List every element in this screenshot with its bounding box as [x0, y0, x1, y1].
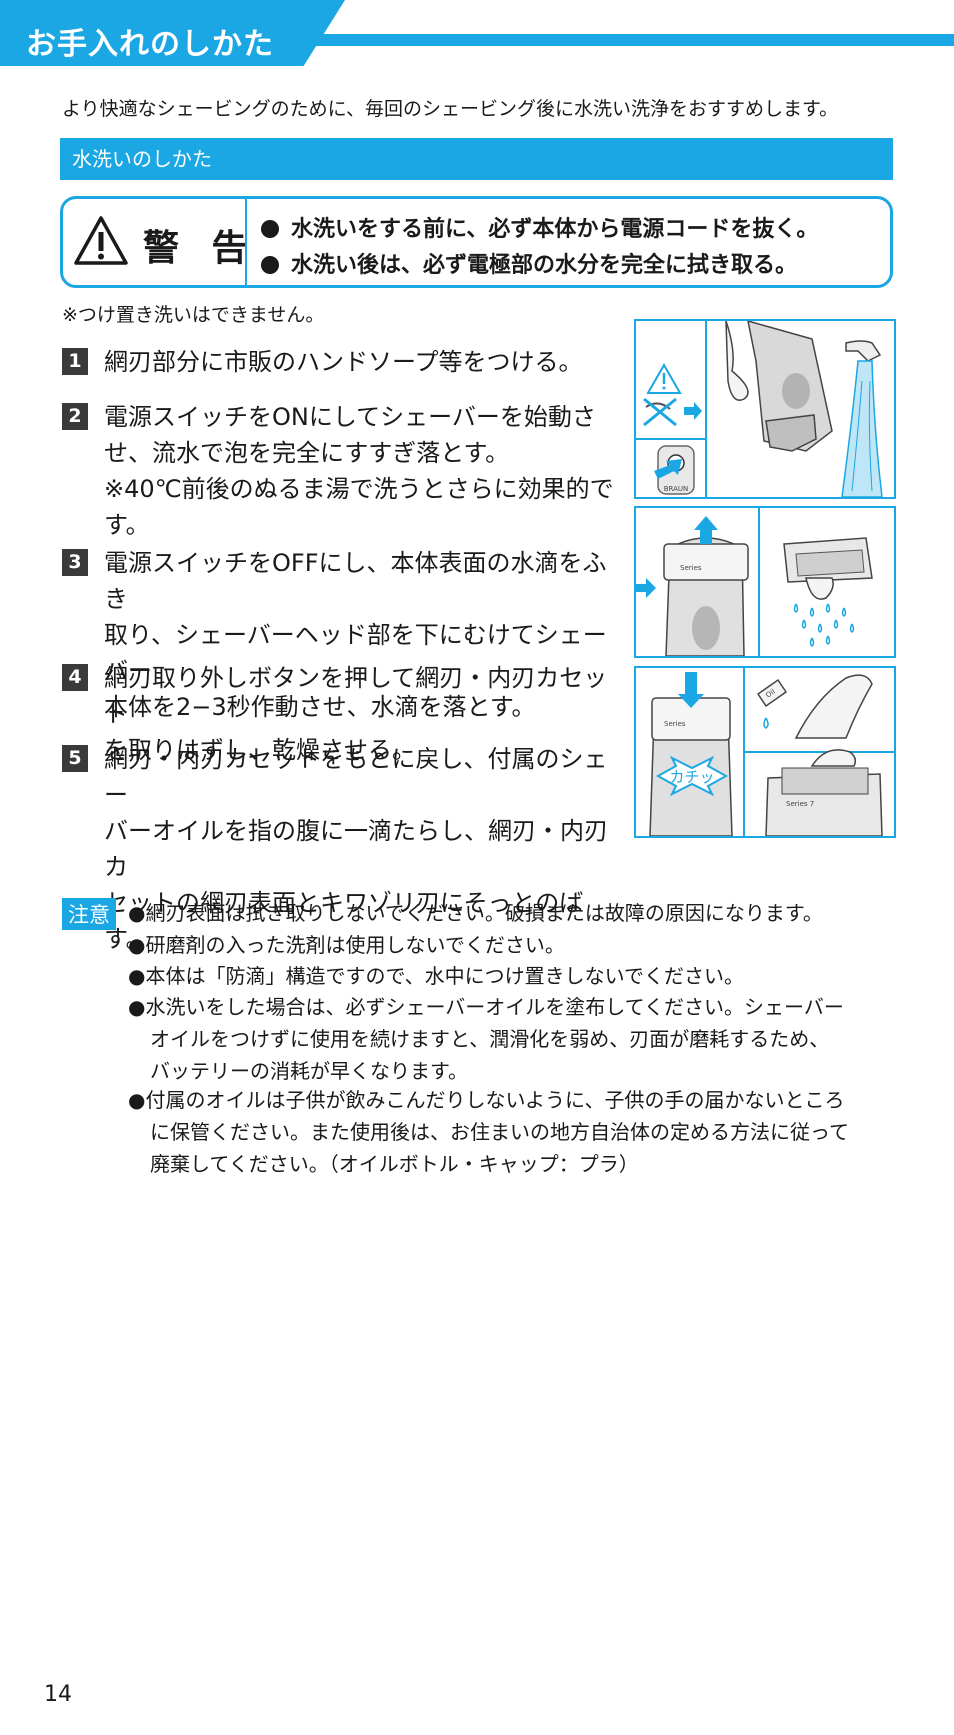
- water-drops-icon: [793, 603, 855, 647]
- section-title: 水洗いのしかた: [60, 138, 893, 180]
- caution-badge: 注意: [62, 898, 116, 930]
- step-1: 1 網刃部分に市販のハンドソープ等をつける。: [62, 344, 622, 380]
- bullet-icon: [261, 256, 279, 274]
- warning-divider: [245, 199, 247, 285]
- warning-label: 警 告: [143, 228, 258, 269]
- step-number-badge: 2: [62, 403, 88, 430]
- illustration-oil: Series カチッ Oil Series 7: [634, 666, 896, 838]
- step-3: 3 電源スイッチをOFFにし、本体表面の水滴をふき 取り、シェーバーヘッド部を下…: [62, 545, 622, 725]
- step-text: 網刃取り外しボタンを押して網刃・内刃カセット を取りはずし、乾燥させる。: [104, 664, 608, 764]
- drain-illustration: Series: [636, 508, 873, 656]
- click-label: カチッ: [669, 768, 714, 786]
- caution-item: ●網刃表面は拭き取りしないでください。破損または故障の原因になります。: [128, 901, 823, 925]
- step-text: 電源スイッチをONにしてシェーバーを始動さ せ、流水で泡を完全にすすぎ落とす。 …: [104, 403, 614, 539]
- step-number-badge: 3: [62, 549, 88, 576]
- page-number: 14: [44, 1682, 72, 1707]
- warning-line: 水洗いをする前に、必ず本体から電源コードを抜く。: [261, 211, 818, 243]
- caution-item: ●付属のオイルは子供が飲みこんだりしないように、子供の手の届かないところ に保管…: [128, 1088, 849, 1176]
- header-tab: [0, 0, 345, 66]
- illustration-drain: Series: [634, 506, 896, 658]
- step-4: 4 網刃取り外しボタンを押して網刃・内刃カセット を取りはずし、乾燥させる。: [62, 660, 622, 768]
- step-text: 網刃部分に市販のハンドソープ等をつける。: [104, 348, 583, 376]
- step-5: 5 網刃・内刃カセットをもとに戻し、付属のシェー バーオイルを指の腹に一滴たらし…: [62, 741, 622, 957]
- step-text: 電源スイッチをOFFにし、本体表面の水滴をふき 取り、シェーバーヘッド部を下にむ…: [104, 549, 607, 721]
- step-text: 網刃・内刃カセットをもとに戻し、付属のシェー バーオイルを指の腹に一滴たらし、網…: [104, 745, 608, 953]
- step-number-badge: 4: [62, 664, 88, 691]
- page-title: お手入れのしかた: [26, 27, 274, 62]
- caution-item: ●水洗いをした場合は、必ずシェーバーオイルを塗布してください。シェーバー オイル…: [128, 995, 844, 1083]
- rinse-illustration: BRAUN: [636, 321, 883, 497]
- oil-label: Oil: [764, 688, 776, 700]
- warning-triangle-icon: [74, 216, 128, 265]
- intro-text: より快適なシェービングのために、毎回のシェービング後に水洗い洗浄をおすすめします…: [62, 98, 839, 120]
- caution-item: ●本体は「防滴」構造ですので、水中につけ置きしないでください。: [128, 964, 745, 988]
- illustration-rinse: BRAUN: [634, 319, 896, 499]
- model-label: Series 7: [786, 800, 814, 808]
- soak-note: ※つけ置き洗いはできません。: [62, 304, 325, 326]
- warning-box: 警 告 水洗いをする前に、必ず本体から電源コードを抜く。 水洗い後は、必ず電極部…: [60, 196, 893, 288]
- bullet-icon: [261, 220, 279, 238]
- step-number-badge: 5: [62, 745, 88, 772]
- oil-illustration: Series カチッ Oil Series 7: [649, 668, 894, 836]
- caution-item: ●研磨剤の入った洗剤は使用しないでください。: [128, 933, 565, 957]
- step-number-badge: 1: [62, 348, 88, 375]
- model-label: Series: [680, 564, 702, 572]
- step-2: 2 電源スイッチをONにしてシェーバーを始動さ せ、流水で泡を完全にすすぎ落とす…: [62, 399, 622, 543]
- brand-label: BRAUN: [664, 485, 689, 493]
- model-label: Series: [664, 720, 686, 728]
- warning-line: 水洗い後は、必ず電極部の水分を完全に拭き取る。: [261, 247, 797, 279]
